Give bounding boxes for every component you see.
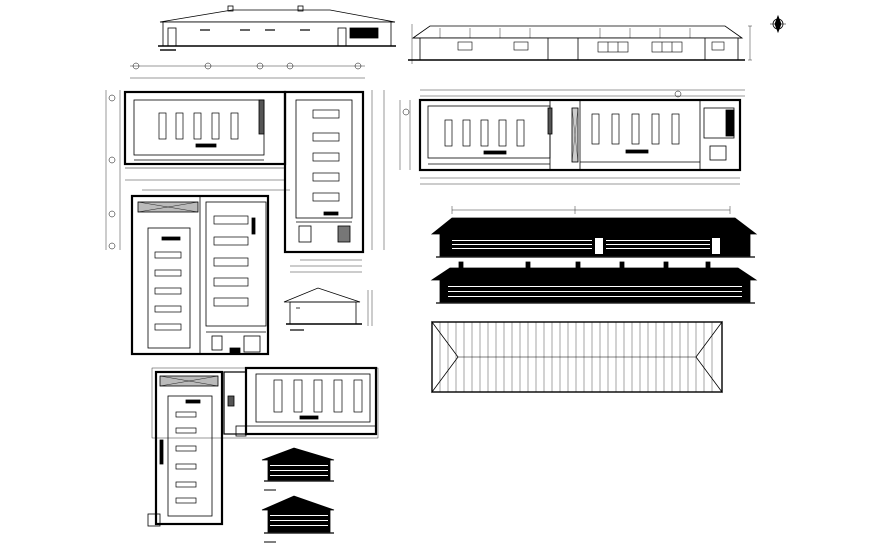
long-floor-plan bbox=[399, 89, 745, 185]
front-elevation-small bbox=[158, 5, 396, 51]
small-elevation-2 bbox=[261, 495, 335, 543]
long-elevation bbox=[408, 24, 752, 64]
section-small bbox=[283, 287, 373, 331]
small-elevation-1 bbox=[261, 447, 335, 491]
perspective-elevation-2 bbox=[430, 261, 758, 304]
grid-bubbles bbox=[108, 62, 362, 250]
perspective-elevation-1 bbox=[430, 206, 758, 258]
north-arrow-icon bbox=[770, 14, 786, 34]
roof-plan bbox=[431, 320, 723, 394]
lower-floor-plan bbox=[147, 366, 379, 527]
l-shaped-floor-plan bbox=[105, 62, 385, 356]
